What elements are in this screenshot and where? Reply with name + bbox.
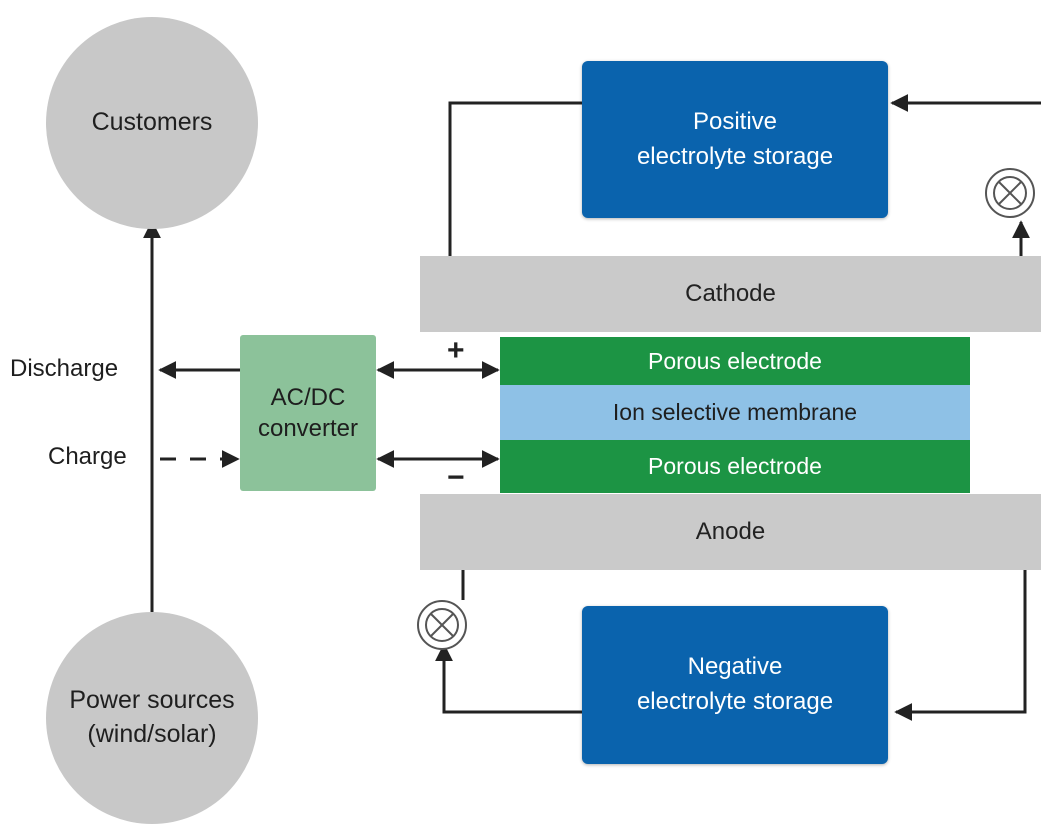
customers-node: Customers	[46, 17, 258, 229]
negative-electrolyte-storage: Negative electrolyte storage	[582, 606, 888, 764]
converter-label: AC/DC converter	[257, 383, 359, 442]
negative-supply-line	[435, 643, 582, 714]
minus-sign: −	[447, 461, 465, 494]
anode-bar: Anode	[420, 494, 1041, 570]
power-sources-node: Power sources (wind/solar)	[46, 612, 258, 824]
porous-electrode-bottom: Porous electrode	[500, 440, 970, 493]
anode-return-line	[894, 545, 1027, 721]
porous-electrode-bottom-label: Porous electrode	[648, 453, 822, 479]
porous-electrode-top-label: Porous electrode	[648, 347, 822, 374]
cathode-label: Cathode	[685, 280, 776, 307]
porous-electrode-top: Porous electrode	[500, 337, 970, 385]
pump-icon	[417, 600, 467, 650]
positive-storage-label: Positive electrolyte storage	[636, 107, 834, 170]
membrane-label: Ion selective membrane	[612, 399, 858, 425]
pump-icon	[985, 168, 1035, 218]
negative-storage-label: Negative electrolyte storage	[636, 653, 834, 715]
plus-sign: +	[447, 334, 465, 367]
positive-supply-line	[441, 101, 582, 284]
anode-label: Anode	[695, 518, 766, 545]
cathode-bar: Cathode	[420, 256, 1041, 332]
discharge-label: Discharge	[10, 355, 119, 382]
positive-electrolyte-storage: Positive electrolyte storage	[582, 61, 888, 218]
ion-selective-membrane: Ion selective membrane	[500, 385, 970, 440]
customers-label: Customers	[91, 108, 213, 137]
charge-label: Charge	[48, 443, 127, 470]
power-sources-label: Power sources (wind/solar)	[69, 686, 235, 748]
ac-dc-converter: AC/DC converter	[240, 335, 376, 491]
